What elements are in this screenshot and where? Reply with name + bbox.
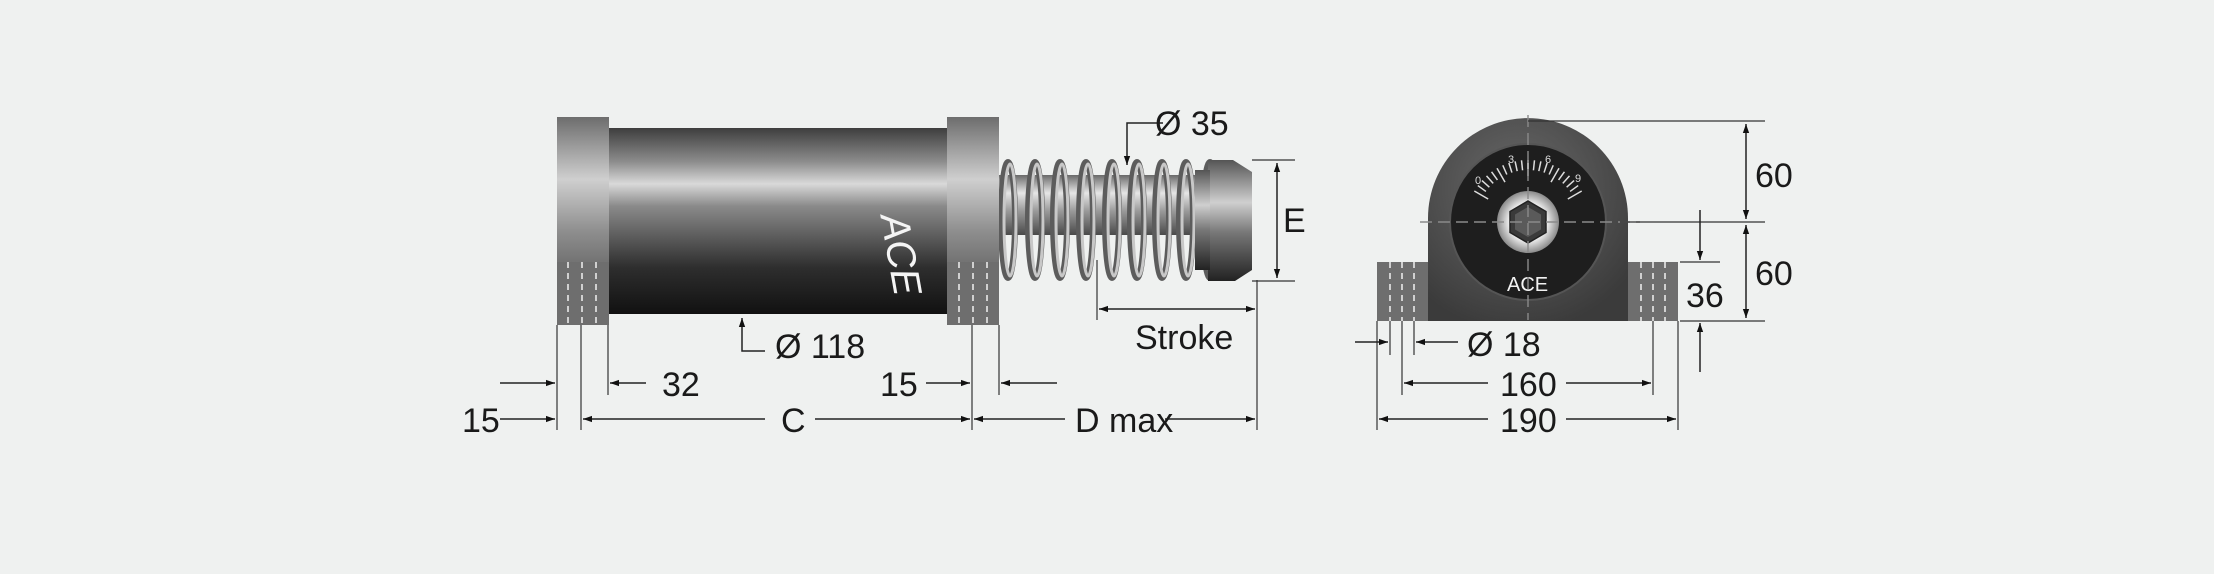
flange-left-width-label: 15	[462, 402, 500, 440]
spring-coil-highlight	[1180, 162, 1196, 278]
dial-tick	[1543, 162, 1548, 173]
cylinder-body	[608, 128, 948, 314]
spring-coil-highlight	[1054, 162, 1070, 278]
dial-tick	[1538, 161, 1542, 172]
dial-tick	[1557, 171, 1566, 181]
hole-spacing-label: 160	[1500, 366, 1557, 404]
c-label: C	[781, 402, 806, 440]
dial-tick	[1477, 184, 1487, 193]
d-max-label: D max	[1075, 402, 1173, 440]
dial-scale-3: 3	[1508, 154, 1514, 166]
dial-tick	[1490, 171, 1499, 181]
front-view-dimensions: 60 60 36 Ø 18 160 190	[1355, 120, 1793, 440]
rod-cap-collar	[1195, 170, 1210, 270]
side-view-dimensions: Ø 35 E Stroke Ø 118 32 15 15	[462, 105, 1306, 440]
flange-right-foot	[947, 262, 999, 325]
dial-tick	[1520, 160, 1524, 171]
front-view: 0 3 6 9 ACE	[1377, 115, 1678, 322]
dial-tick	[1481, 179, 1490, 188]
dial-tick	[1566, 179, 1575, 188]
body-diameter-label: Ø 118	[775, 328, 865, 366]
overall-width-label: 190	[1500, 402, 1557, 440]
flange-left-foot	[557, 262, 609, 325]
dial-tick	[1532, 160, 1536, 171]
spring-coil-highlight	[1002, 162, 1018, 278]
spring-coil-highlight	[1029, 162, 1045, 278]
dial-tick	[1502, 165, 1508, 175]
dial-tick	[1562, 175, 1571, 184]
stroke-label: Stroke	[1135, 319, 1233, 357]
dial-tick	[1508, 162, 1513, 173]
dial-ticks	[1473, 160, 1583, 200]
dial-tick	[1496, 167, 1506, 183]
rod-diameter-label: Ø 35	[1155, 105, 1229, 143]
dial-tick	[1548, 165, 1554, 175]
height-upper-label: 60	[1755, 157, 1793, 195]
dial-scale-9: 9	[1575, 173, 1581, 185]
spring-coil-highlight	[1080, 162, 1096, 278]
spring-coil-highlight	[1106, 162, 1122, 278]
flange-offset-label: 32	[662, 366, 700, 404]
spring-coil-highlight	[1156, 162, 1172, 278]
dial-tick	[1550, 167, 1560, 183]
spring-coil-highlight	[1131, 162, 1147, 278]
dial-tick	[1514, 161, 1518, 172]
dial-scale-6: 6	[1545, 154, 1551, 166]
rod-end-cap	[1208, 160, 1252, 281]
side-view: ACE	[557, 117, 1252, 325]
dial-tick	[1485, 175, 1494, 184]
hole-diameter-label: Ø 18	[1467, 326, 1541, 364]
dial-scale-0: 0	[1475, 175, 1481, 187]
height-lower-label: 60	[1755, 255, 1793, 293]
dial-tick	[1473, 190, 1489, 200]
dial-tick	[1567, 190, 1583, 200]
e-label: E	[1283, 202, 1306, 240]
flange-right-width-label: 15	[880, 366, 918, 404]
dial-tick	[1569, 184, 1579, 193]
foot-height-label: 36	[1686, 277, 1724, 315]
